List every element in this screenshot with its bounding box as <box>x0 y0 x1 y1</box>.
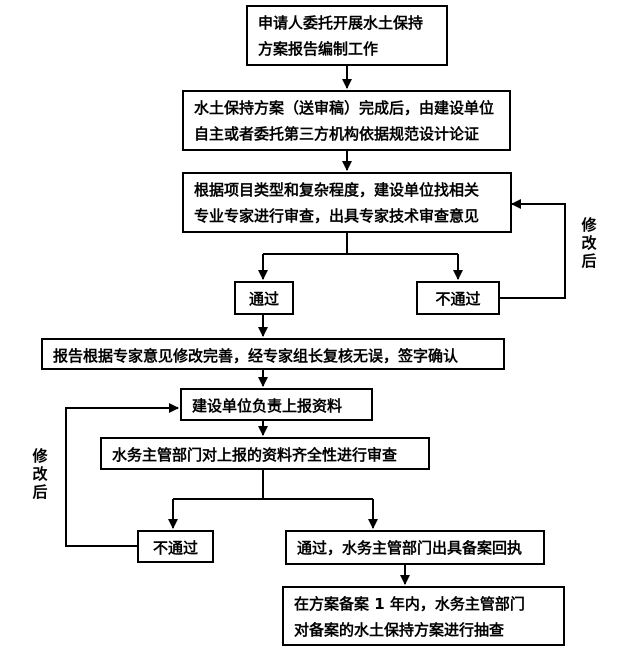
result-fail-2: 不通过 <box>137 530 214 563</box>
revise-char: 后 <box>32 483 48 501</box>
step-expert-review: 根据项目类型和复杂程度，建设单位找相关 专业专家进行审查，出具专家技术审查意见 <box>182 172 512 233</box>
step-completeness-check-label: 水务主管部门对上报的资料齐全性进行审查 <box>112 446 398 464</box>
result-pass-2: 通过，水务主管部门出具备案回执 <box>285 530 545 565</box>
result-pass-1-label: 通过 <box>248 290 279 308</box>
result-pass-2-label: 通过，水务主管部门出具备案回执 <box>297 539 523 557</box>
step-spot-check: 在方案备案 1 年内，水务主管部门 对备案的水土保持方案进行抽查 <box>282 586 565 646</box>
revise-char: 改 <box>32 465 48 483</box>
step-design-review-line2: 自主或者委托第三方机构依据规范设计论证 <box>194 125 480 143</box>
step-apply: 申请人委托开展水土保持 方案报告编制工作 <box>246 5 448 66</box>
step-submit-label: 建设单位负责上报资料 <box>192 397 343 415</box>
revise-char: 修 <box>32 447 48 465</box>
step-design-review: 水土保持方案（送审稿）完成后，由建设单位 自主或者委托第三方机构依据规范设计论证 <box>182 90 511 151</box>
step-expert-review-line2: 专业专家进行审查，出具专家技术审查意见 <box>194 207 480 225</box>
feedback-fail2 <box>65 403 179 547</box>
result-pass-1: 通过 <box>234 281 294 315</box>
step-completeness-check: 水务主管部门对上报的资料齐全性进行审查 <box>100 437 430 470</box>
step-apply-line2: 方案报告编制工作 <box>258 40 379 58</box>
revise-char: 后 <box>581 252 597 270</box>
step-submit: 建设单位负责上报资料 <box>180 388 373 421</box>
revise-char: 改 <box>581 234 597 252</box>
step-design-review-line1: 水土保持方案（送审稿）完成后，由建设单位 <box>194 99 495 117</box>
result-fail-1: 不通过 <box>416 281 500 315</box>
revise-label-right: 修 改 后 <box>580 216 598 270</box>
step-spot-check-line1: 在方案备案 1 年内，水务主管部门 <box>294 595 525 613</box>
step-revise-confirm-label: 报告根据专家意见修改完善，经专家组长复核无误，签字确认 <box>53 347 459 365</box>
result-fail-1-label: 不通过 <box>435 290 481 308</box>
revise-label-left: 修 改 后 <box>31 447 49 501</box>
result-fail-2-label: 不通过 <box>152 539 198 557</box>
step-apply-line1: 申请人委托开展水土保持 <box>258 14 424 32</box>
revise-char: 修 <box>581 216 597 234</box>
step-revise-confirm: 报告根据专家意见修改完善，经专家组长复核无误，签字确认 <box>41 338 505 370</box>
feedback-fail1 <box>500 199 566 299</box>
step-expert-review-line1: 根据项目类型和复杂程度，建设单位找相关 <box>194 181 480 199</box>
step-spot-check-line2: 对备案的水土保持方案进行抽查 <box>294 621 505 639</box>
